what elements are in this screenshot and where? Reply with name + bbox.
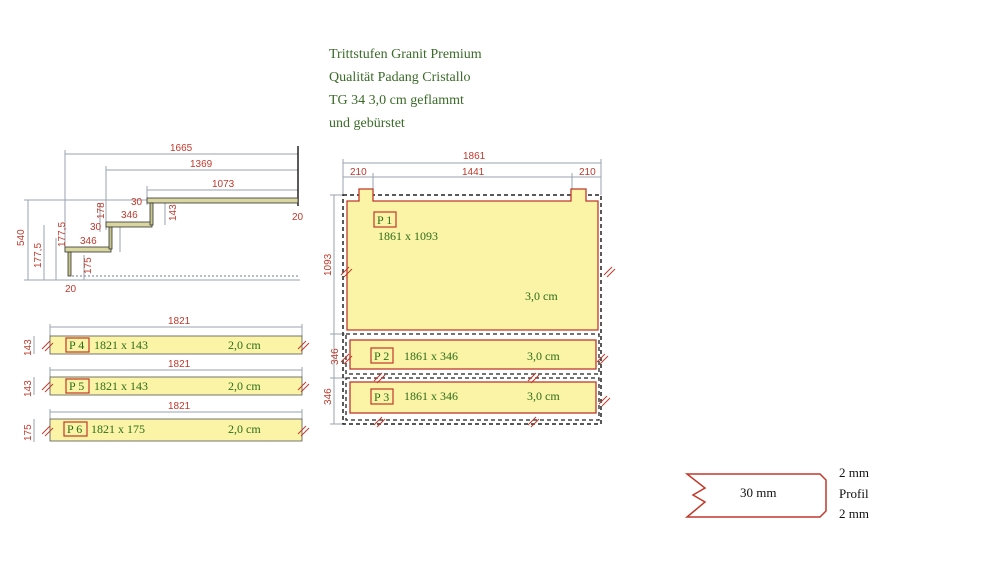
dim-1369: 1369 xyxy=(190,159,213,170)
panel-p5: 1821 143 P 5 1821 x 143 2,0 cm xyxy=(23,359,310,397)
title-line-2: Qualität Padang Cristallo xyxy=(329,70,471,85)
p3-dims: 1861 x 346 xyxy=(404,389,458,403)
p5-height-label: 143 xyxy=(23,380,34,397)
dim-143: 143 xyxy=(168,204,179,221)
panel-p2: P 2 1861 x 346 3,0 cm xyxy=(345,333,600,375)
panel-p3: P 3 1861 x 346 3,0 cm xyxy=(345,377,600,421)
panel-p6: 1821 175 P 6 1821 x 175 2,0 cm xyxy=(23,401,310,442)
dim-178: 178 xyxy=(96,202,107,219)
dim-30-lower: 30 xyxy=(90,222,102,233)
p4-thickness: 2,0 cm xyxy=(228,338,261,352)
title-line-4: und gebürstet xyxy=(329,116,405,131)
p1-thickness: 3,0 cm xyxy=(525,289,558,303)
profile-bottom: 2 mm xyxy=(839,506,869,521)
title-line-3: TG 34 3,0 cm geflammt xyxy=(329,93,464,108)
dim-p2-height: 346 xyxy=(330,348,341,365)
main-plan: 1861 210 1441 210 85 85 1093 346 346 P 1… xyxy=(323,151,616,428)
p4-dims: 1821 x 143 xyxy=(94,338,148,352)
p2-thickness: 3,0 cm xyxy=(527,349,560,363)
p6-thickness: 2,0 cm xyxy=(228,422,261,436)
panel-p1: P 1 1861 x 1093 3,0 cm xyxy=(346,188,599,331)
dim-p1-height: 1093 xyxy=(323,253,334,276)
panel-p4: 1821 143 P 4 1821 x 143 2,0 cm xyxy=(23,316,310,356)
p4-width-label: 1821 xyxy=(168,316,191,327)
stair-side-view: 1665 1369 1073 346 346 30 30 20 20 540 1… xyxy=(16,143,304,295)
dim-540: 540 xyxy=(16,229,27,246)
dim-20-bottom: 20 xyxy=(65,284,77,295)
p4-id: P 4 xyxy=(69,338,84,352)
profile-detail: 30 mm 2 mm Profil 2 mm xyxy=(684,465,869,521)
p2-dims: 1861 x 346 xyxy=(404,349,458,363)
p3-thickness: 3,0 cm xyxy=(527,389,560,403)
p3-id: P 3 xyxy=(374,390,389,404)
dim-30-upper: 30 xyxy=(131,197,143,208)
p6-width-label: 1821 xyxy=(168,401,191,412)
dim-middle-width: 1441 xyxy=(462,167,485,178)
profile-top: 2 mm xyxy=(839,465,869,480)
dim-left-margin: 210 xyxy=(350,167,367,178)
dim-177-5-a: 177,5 xyxy=(33,243,44,268)
dim-346-upper: 346 xyxy=(121,210,138,221)
dim-175: 175 xyxy=(83,257,94,274)
title-line-1: Trittstufen Granit Premium xyxy=(329,47,482,62)
p6-dims: 1821 x 175 xyxy=(91,422,145,436)
p6-id: P 6 xyxy=(67,422,82,436)
dim-346-lower: 346 xyxy=(80,236,97,247)
p6-height-label: 175 xyxy=(23,424,34,441)
p2-id: P 2 xyxy=(374,349,389,363)
dim-right-margin: 210 xyxy=(579,167,596,178)
dim-overall-width: 1861 xyxy=(463,151,486,162)
dim-1665: 1665 xyxy=(170,143,193,154)
p5-thickness: 2,0 cm xyxy=(228,379,261,393)
dim-p3-height: 346 xyxy=(323,388,334,405)
p4-height-label: 143 xyxy=(23,339,34,356)
dim-20-right: 20 xyxy=(292,212,304,223)
p5-id: P 5 xyxy=(69,379,84,393)
p5-width-label: 1821 xyxy=(168,359,191,370)
profile-thickness: 30 mm xyxy=(740,485,776,500)
dim-1073: 1073 xyxy=(212,179,235,190)
p1-id: P 1 xyxy=(377,213,392,227)
profile-label: Profil xyxy=(839,486,869,501)
small-panels: 1821 143 P 4 1821 x 143 2,0 cm 1821 143 … xyxy=(23,316,310,442)
dim-177-5-b: 177,5 xyxy=(57,222,68,247)
p1-dims: 1861 x 1093 xyxy=(378,229,438,243)
p5-dims: 1821 x 143 xyxy=(94,379,148,393)
